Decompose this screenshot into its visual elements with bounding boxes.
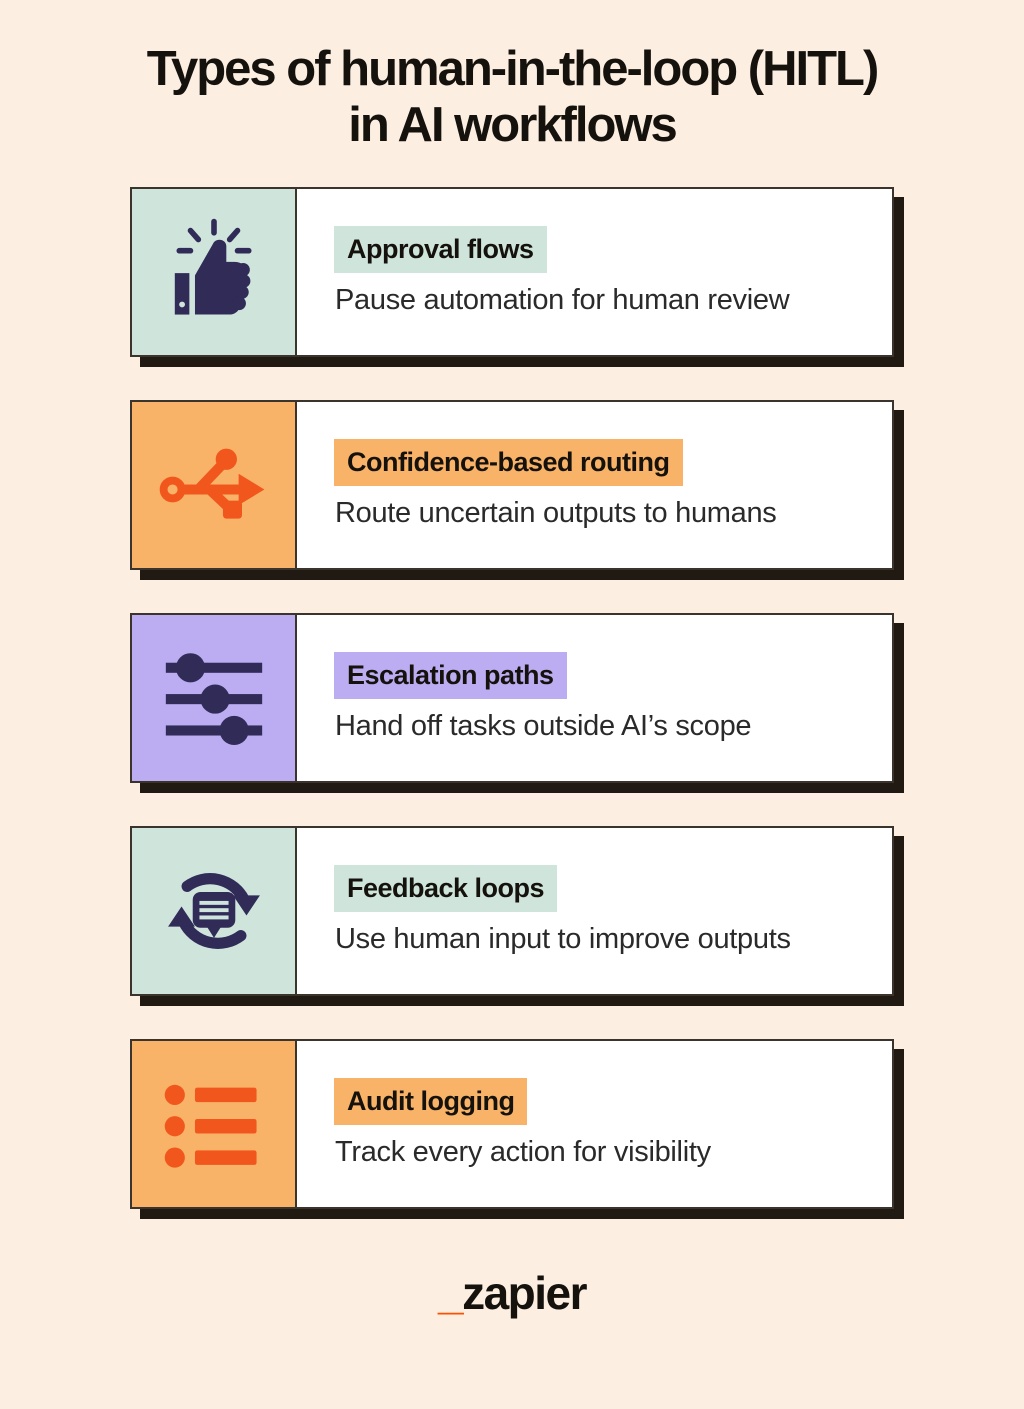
card-feedback-loops: Feedback loops Use human input to improv… bbox=[130, 825, 894, 996]
feedback-loops-body: Feedback loops Use human input to improv… bbox=[297, 828, 892, 994]
zapier-logo: _zapier bbox=[0, 1266, 1024, 1320]
zapier-logo-underscore: _ bbox=[437, 1266, 464, 1319]
card-description: Track every action for visibility bbox=[335, 1136, 711, 1169]
card-title: Feedback loops bbox=[334, 865, 558, 913]
audit-logging-body: Audit logging Track every action for vis… bbox=[297, 1041, 892, 1207]
escalation-paths-icon-panel bbox=[132, 614, 297, 781]
usb-routing-icon bbox=[159, 448, 264, 519]
card-approval-flows: Approval flows Pause automation for huma… bbox=[130, 186, 894, 357]
thumbs-up-icon bbox=[174, 218, 252, 315]
card-title: Approval flows bbox=[334, 226, 547, 274]
approval-flows-icon-panel bbox=[132, 188, 297, 355]
card-description: Hand off tasks outside AI’s scope bbox=[335, 710, 752, 743]
card-description: Use human input to improve outputs bbox=[335, 923, 791, 956]
confidence-routing-body: Confidence-based routing Route uncertain… bbox=[297, 402, 892, 568]
approval-flows-body: Approval flows Pause automation for huma… bbox=[297, 189, 892, 355]
card-escalation-paths: Escalation paths Hand off tasks outside … bbox=[130, 612, 894, 783]
escalation-paths-body: Escalation paths Hand off tasks outside … bbox=[297, 615, 892, 781]
card-title: Escalation paths bbox=[334, 652, 567, 700]
feedback-loops-icon-panel bbox=[132, 827, 297, 994]
audit-logging-icon-panel bbox=[132, 1040, 297, 1207]
page-title-line-2: in AI workflows bbox=[348, 97, 678, 152]
page-title: Types of human-in-the-loop (HITL) in AI … bbox=[62, 42, 962, 154]
sliders-icon bbox=[165, 652, 262, 745]
card-title: Audit logging bbox=[334, 1078, 528, 1126]
bullet-list-icon bbox=[164, 1084, 257, 1168]
feedback-cycle-icon bbox=[167, 872, 260, 949]
zapier-logo-word: zapier bbox=[462, 1266, 587, 1319]
card-audit-logging: Audit logging Track every action for vis… bbox=[130, 1038, 894, 1209]
card-description: Pause automation for human review bbox=[335, 284, 790, 317]
confidence-routing-icon-panel bbox=[132, 401, 297, 568]
card-list: Approval flows Pause automation for huma… bbox=[130, 186, 894, 1209]
card-confidence-based-routing: Confidence-based routing Route uncertain… bbox=[130, 399, 894, 570]
card-description: Route uncertain outputs to humans bbox=[335, 497, 777, 530]
card-title: Confidence-based routing bbox=[334, 439, 683, 487]
page-title-line-1: Types of human-in-the-loop (HITL) bbox=[146, 42, 880, 96]
